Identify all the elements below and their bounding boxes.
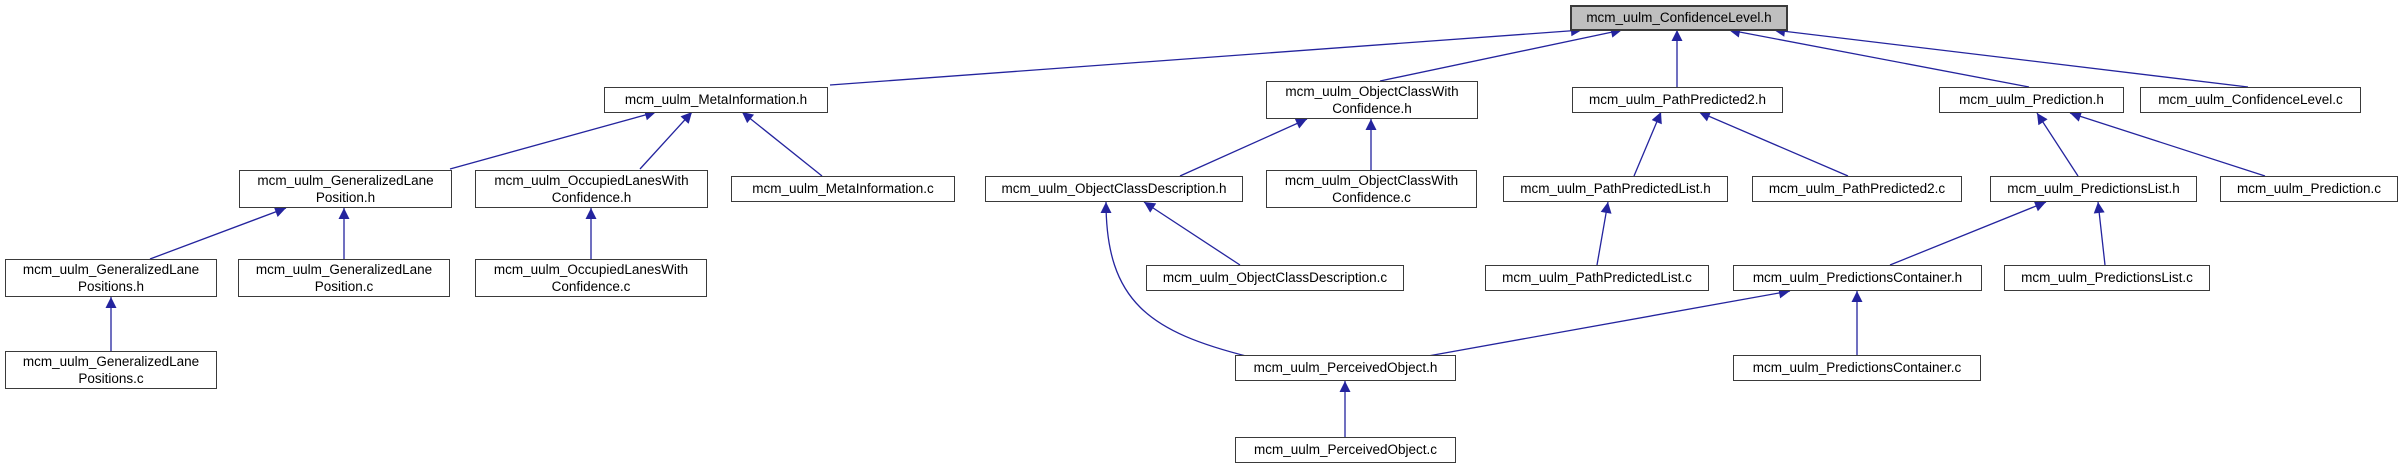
include-edge-mcm_uulm_PathPredictedList_h-to-mcm_uulm_PathPredicted2_h — [1633, 111, 1662, 177]
include-edge-mcm_uulm_PathPredicted2_c-to-mcm_uulm_PathPredicted2_h — [1698, 111, 1849, 177]
include-edge-mcm_uulm_ObjectClassDescription_c-to-mcm_uulm_ObjectClassDescription_h — [1143, 201, 1241, 266]
node-mcm_uulm_PathPredictedList_h[interactable]: mcm_uulm_PathPredictedList.h — [1503, 176, 1728, 202]
include-edge-mcm_uulm_PredictionsContainer_h-to-mcm_uulm_PredictionsList_h — [1889, 201, 2047, 266]
node-mcm_uulm_PerceivedObject_h[interactable]: mcm_uulm_PerceivedObject.h — [1235, 355, 1456, 381]
include-edge-mcm_uulm_ConfidenceLevel_c-to-mcm_uulm_ConfidenceLevel_h — [1773, 25, 2249, 88]
include-edge-mcm_uulm_Prediction_h-to-mcm_uulm_ConfidenceLevel_h — [1728, 26, 2030, 88]
node-mcm_uulm_GeneralizedLanePosition_c[interactable]: mcm_uulm_GeneralizedLane Position.c — [238, 259, 450, 297]
include-edge-mcm_uulm_PredictionsList_c-to-mcm_uulm_PredictionsList_h — [2093, 201, 2106, 266]
node-mcm_uulm_GeneralizedLanePosition_h[interactable]: mcm_uulm_GeneralizedLane Position.h — [239, 170, 452, 208]
node-mcm_uulm_OccupiedLanesWithConfidence_c[interactable]: mcm_uulm_OccupiedLanesWith Confidence.c — [475, 259, 707, 297]
include-edge-mcm_uulm_PathPredictedList_c-to-mcm_uulm_PathPredictedList_h — [1596, 201, 1612, 266]
node-mcm_uulm_ConfidenceLevel_h[interactable]: mcm_uulm_ConfidenceLevel.h — [1570, 5, 1788, 31]
node-mcm_uulm_GeneralizedLanePositions_c[interactable]: mcm_uulm_GeneralizedLane Positions.c — [5, 351, 217, 389]
include-edge-mcm_uulm_OccupiedLanesWithConfidence_h-to-mcm_uulm_MetaInformation_h — [639, 111, 693, 170]
node-mcm_uulm_PathPredicted2_h[interactable]: mcm_uulm_PathPredicted2.h — [1572, 87, 1783, 113]
node-mcm_uulm_PredictionsContainer_c[interactable]: mcm_uulm_PredictionsContainer.c — [1733, 355, 1981, 381]
include-edge-mcm_uulm_GeneralizedLanePosition_h-to-mcm_uulm_MetaInformation_h — [449, 109, 657, 170]
include-edge-mcm_uulm_PredictionsList_h-to-mcm_uulm_Prediction_h — [2036, 112, 2079, 177]
node-mcm_uulm_PathPredicted2_c[interactable]: mcm_uulm_PathPredicted2.c — [1752, 176, 1962, 202]
node-mcm_uulm_MetaInformation_c[interactable]: mcm_uulm_MetaInformation.c — [731, 176, 955, 202]
node-mcm_uulm_Prediction_c[interactable]: mcm_uulm_Prediction.c — [2220, 176, 2398, 202]
node-mcm_uulm_ObjectClassDescription_h[interactable]: mcm_uulm_ObjectClassDescription.h — [985, 176, 1243, 202]
node-mcm_uulm_ObjectClassWithConfidence_c[interactable]: mcm_uulm_ObjectClassWith Confidence.c — [1266, 170, 1477, 208]
include-edge-mcm_uulm_PerceivedObject_h-to-mcm_uulm_ObjectClassDescription_h — [1100, 201, 1251, 358]
node-mcm_uulm_PerceivedObject_c[interactable]: mcm_uulm_PerceivedObject.c — [1235, 437, 1456, 463]
include-edge-mcm_uulm_ObjectClassWithConfidence_h-to-mcm_uulm_ConfidenceLevel_h — [1379, 26, 1623, 82]
node-mcm_uulm_PredictionsList_c[interactable]: mcm_uulm_PredictionsList.c — [2004, 265, 2210, 291]
node-mcm_uulm_MetaInformation_h[interactable]: mcm_uulm_MetaInformation.h — [604, 87, 828, 113]
node-mcm_uulm_PathPredictedList_c[interactable]: mcm_uulm_PathPredictedList.c — [1485, 265, 1709, 291]
include-edge-mcm_uulm_ObjectClassDescription_h-to-mcm_uulm_ObjectClassWithConfidence_h — [1179, 118, 1308, 177]
include-edge-mcm_uulm_GeneralizedLanePositions_h-to-mcm_uulm_GeneralizedLanePosition_h — [149, 206, 287, 260]
include-edge-mcm_uulm_MetaInformation_c-to-mcm_uulm_MetaInformation_h — [741, 111, 823, 177]
include-edge-mcm_uulm_PerceivedObject_h-to-mcm_uulm_PredictionsContainer_h — [1427, 287, 1791, 357]
node-mcm_uulm_PredictionsContainer_h[interactable]: mcm_uulm_PredictionsContainer.h — [1733, 265, 1982, 291]
node-mcm_uulm_PredictionsList_h[interactable]: mcm_uulm_PredictionsList.h — [1990, 176, 2197, 202]
node-mcm_uulm_Prediction_h[interactable]: mcm_uulm_Prediction.h — [1939, 87, 2124, 113]
node-mcm_uulm_GeneralizedLanePositions_h[interactable]: mcm_uulm_GeneralizedLane Positions.h — [5, 259, 217, 297]
node-mcm_uulm_OccupiedLanesWithConfidence_h[interactable]: mcm_uulm_OccupiedLanesWith Confidence.h — [475, 170, 708, 208]
include-edge-mcm_uulm_MetaInformation_h-to-mcm_uulm_ConfidenceLevel_h — [829, 25, 1583, 86]
node-mcm_uulm_ObjectClassDescription_c[interactable]: mcm_uulm_ObjectClassDescription.c — [1146, 265, 1404, 291]
include-edge-mcm_uulm_Prediction_c-to-mcm_uulm_Prediction_h — [2069, 111, 2266, 177]
node-mcm_uulm_ObjectClassWithConfidence_h[interactable]: mcm_uulm_ObjectClassWith Confidence.h — [1266, 81, 1478, 119]
node-mcm_uulm_ConfidenceLevel_c[interactable]: mcm_uulm_ConfidenceLevel.c — [2140, 87, 2361, 113]
